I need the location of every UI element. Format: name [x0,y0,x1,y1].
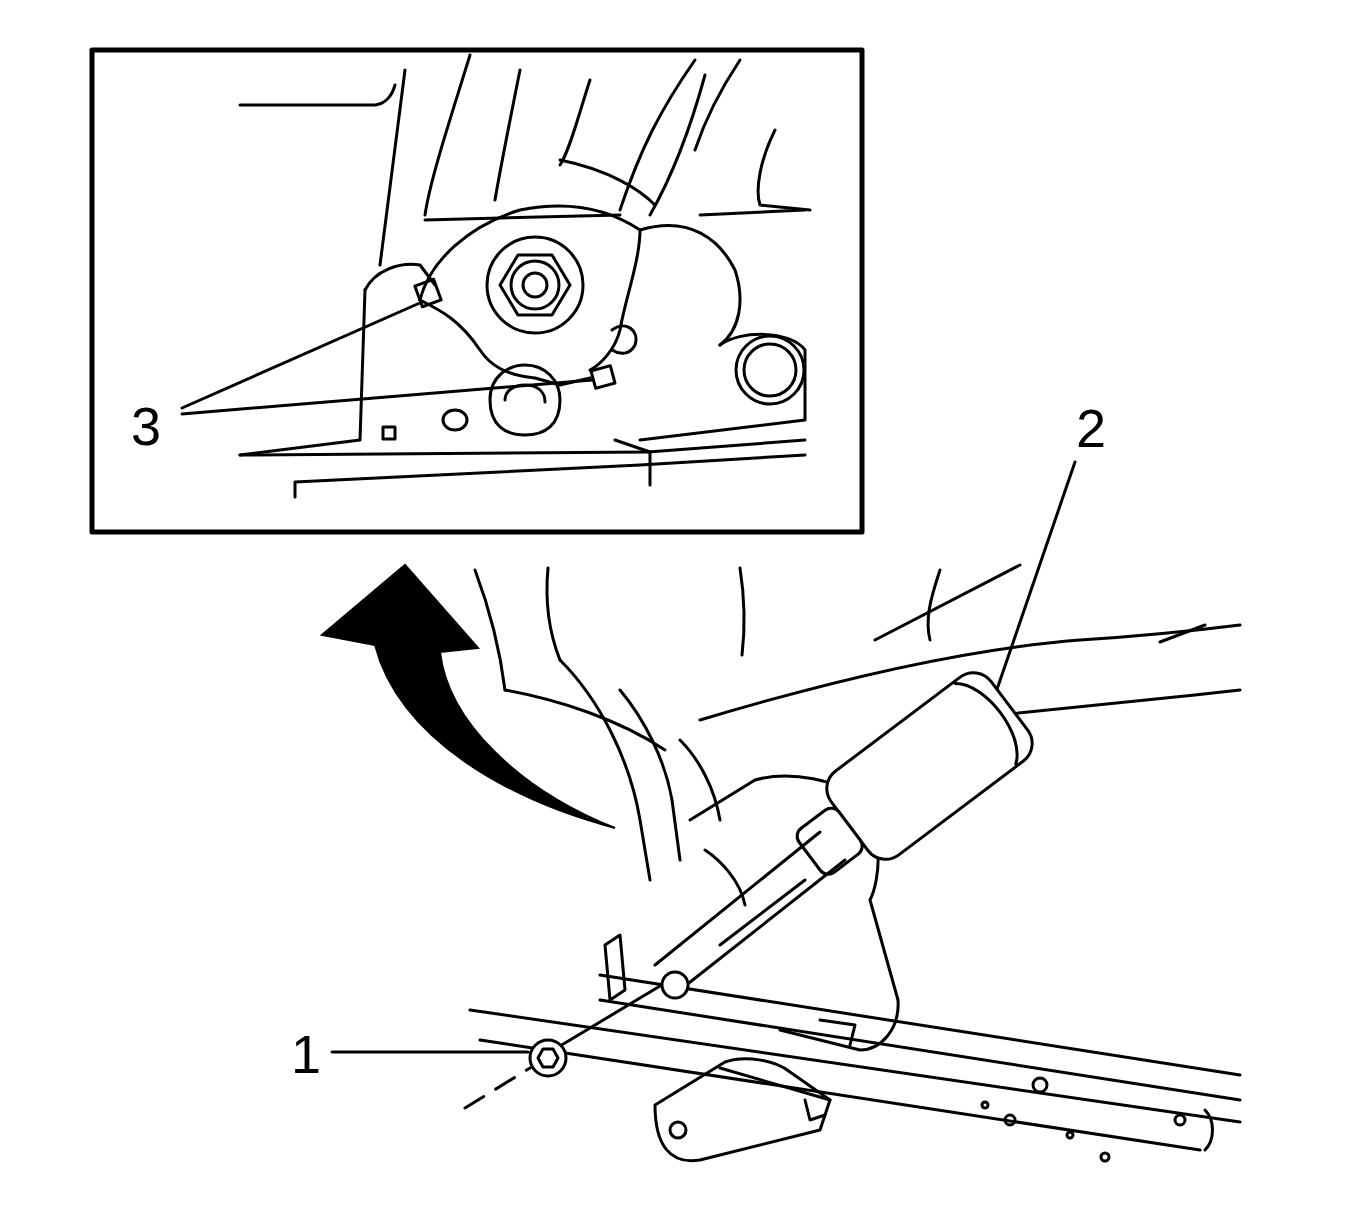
seat-frame [820,1020,855,1045]
inset-detail [640,334,805,440]
seat-frame [560,660,650,880]
inset-detail [648,440,805,452]
inset-detail [640,226,740,345]
inset-detail [612,326,636,353]
seat-belt-buckle [680,860,845,990]
seat-frame [1205,1110,1213,1150]
seat-frame [655,1059,830,1161]
inset-detail [240,85,395,105]
seat-belt-buckle [778,664,1041,898]
leader-lines [332,1051,528,1054]
leader-lines [995,462,1075,695]
seat-belt-buckle [793,804,866,878]
seat-belt-illustration [92,50,1240,1161]
inset-detail [365,264,435,290]
inset-detail [495,70,520,200]
seat-frame [605,935,625,1000]
inset-frame [92,50,862,532]
inset-detail [736,336,804,404]
inset-detail [295,455,805,497]
inset-detail [649,452,652,485]
seat-frame [600,975,1240,1075]
inset-detail [560,160,655,205]
leader-lines [182,302,422,408]
seat-frame [480,1040,1200,1150]
inset-detail [425,215,620,220]
inset-detail [615,440,650,452]
seat-belt-buckle [655,664,1041,990]
inset-detail [487,237,583,333]
nut [560,980,670,1046]
inset-detail [240,452,648,455]
nut [465,1068,530,1108]
seat-frame [875,565,1020,640]
inset-detail [240,55,810,497]
inset-detail [443,410,467,430]
callout-number: 1 [291,1027,321,1081]
inset-detail [380,70,405,265]
seat-frame [1175,1115,1185,1125]
seat-frame [600,1000,1240,1100]
nut [538,1049,558,1067]
seat-frame [620,690,680,860]
seat-frame [805,1100,825,1120]
inset-detail [500,255,570,315]
inset-detail [744,344,796,396]
inset-detail [591,366,615,389]
seat-frame [470,1010,1240,1122]
inset-detail [383,427,395,439]
inset-detail [420,206,640,370]
leader-lines [182,380,592,414]
seat-frame [680,740,720,820]
inset-detail [511,261,559,309]
inset-detail [695,60,740,150]
seat-frame [547,568,560,660]
rotation-arrow [322,565,615,828]
seat-frame [928,570,940,640]
seat-frame [1005,1115,1015,1125]
seat-frame [475,570,505,690]
seat-belt-buckle [955,672,1031,764]
leader-lines [182,302,1075,1052]
inset-detail [758,130,810,210]
inset-detail [700,210,805,215]
seat-frame [1160,625,1205,642]
inset-detail [425,55,470,215]
seat-frame [670,1122,686,1138]
nut [465,972,688,1108]
inset-detail [490,365,560,435]
seat-frame [982,1102,988,1108]
seat-frame [1067,1132,1073,1138]
inset-detail [560,80,590,165]
seat-frame [1101,1153,1109,1161]
inset-detail [523,273,547,297]
nut [530,1040,566,1076]
callout-number: 2 [1076,401,1106,455]
seat-frame [1033,1078,1047,1092]
nut [662,972,688,998]
seat-frame [720,1068,830,1100]
seat-frame [1000,690,1240,715]
seat-belt-buckle [720,880,805,945]
callout-number: 3 [131,399,161,453]
seat-frame [470,565,1240,1161]
seat-frame [740,568,744,655]
